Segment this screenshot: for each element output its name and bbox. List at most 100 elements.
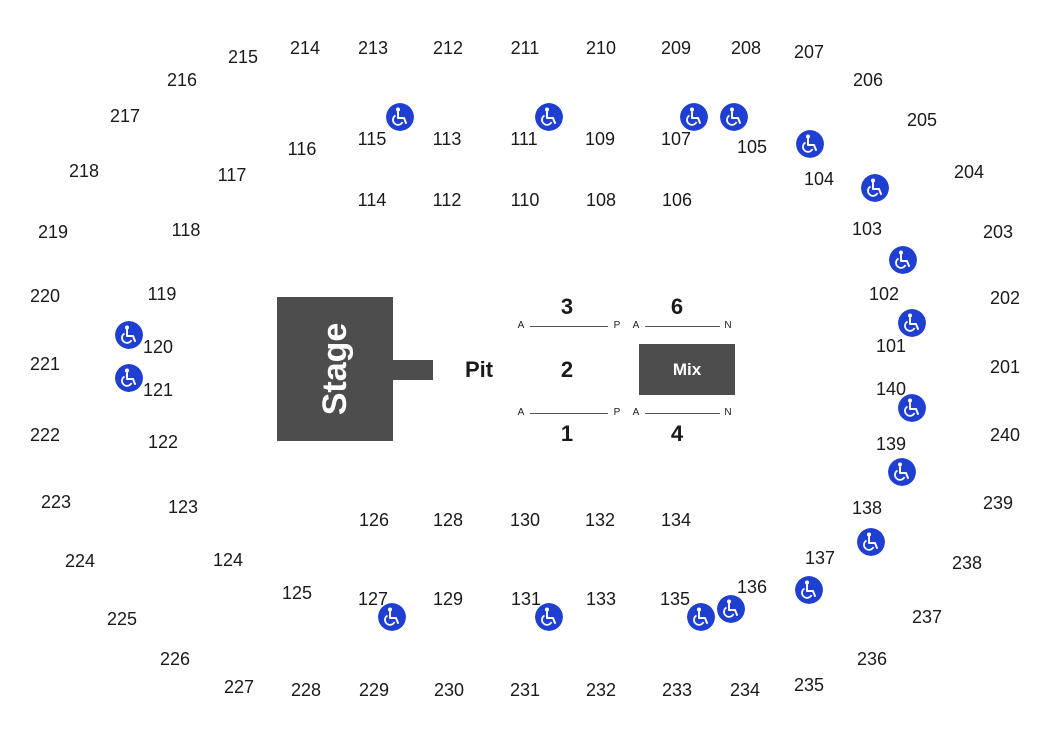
section-127[interactable]: 127 xyxy=(357,589,389,609)
section-209[interactable]: 209 xyxy=(660,38,692,58)
section-204[interactable]: 204 xyxy=(953,162,985,182)
stage-block xyxy=(277,297,393,441)
floor-section-6[interactable]: 6 xyxy=(670,294,684,319)
section-130[interactable]: 130 xyxy=(509,510,541,530)
section-139[interactable]: 139 xyxy=(875,434,907,454)
floor-row-line xyxy=(645,326,720,327)
section-114[interactable]: 114 xyxy=(357,190,387,210)
section-208[interactable]: 208 xyxy=(730,38,762,58)
section-131[interactable]: 131 xyxy=(510,589,542,609)
section-136[interactable]: 136 xyxy=(736,577,768,597)
wheelchair-icon xyxy=(717,595,745,623)
section-202[interactable]: 202 xyxy=(989,288,1021,308)
wheelchair-icon xyxy=(889,246,917,274)
section-235[interactable]: 235 xyxy=(793,675,825,695)
section-102[interactable]: 102 xyxy=(868,284,900,304)
section-109[interactable]: 109 xyxy=(584,129,616,149)
section-125[interactable]: 125 xyxy=(281,583,313,603)
section-229[interactable]: 229 xyxy=(358,680,390,700)
section-122[interactable]: 122 xyxy=(147,432,179,452)
section-227[interactable]: 227 xyxy=(223,677,255,697)
section-108[interactable]: 108 xyxy=(585,190,617,210)
section-210[interactable]: 210 xyxy=(585,38,617,58)
section-137[interactable]: 137 xyxy=(804,548,836,568)
section-233[interactable]: 233 xyxy=(661,680,693,700)
section-124[interactable]: 124 xyxy=(212,550,244,570)
section-133[interactable]: 133 xyxy=(585,589,617,609)
section-103[interactable]: 103 xyxy=(851,219,883,239)
section-207[interactable]: 207 xyxy=(793,42,825,62)
section-225[interactable]: 225 xyxy=(106,609,138,629)
section-118[interactable]: 118 xyxy=(171,220,201,240)
section-239[interactable]: 239 xyxy=(982,493,1014,513)
section-230[interactable]: 230 xyxy=(433,680,465,700)
section-111[interactable]: 111 xyxy=(510,129,538,149)
section-106[interactable]: 106 xyxy=(661,190,693,210)
floor-section-1[interactable]: 1 xyxy=(560,421,574,446)
section-223[interactable]: 223 xyxy=(40,492,72,512)
section-201[interactable]: 201 xyxy=(989,357,1021,377)
section-213[interactable]: 213 xyxy=(357,38,389,58)
section-135[interactable]: 135 xyxy=(659,589,691,609)
section-203[interactable]: 203 xyxy=(982,222,1014,242)
section-120[interactable]: 120 xyxy=(142,337,174,357)
section-224[interactable]: 224 xyxy=(64,551,96,571)
section-234[interactable]: 234 xyxy=(729,680,761,700)
section-216[interactable]: 216 xyxy=(166,70,198,90)
section-236[interactable]: 236 xyxy=(856,649,888,669)
section-112[interactable]: 112 xyxy=(432,190,462,210)
section-205[interactable]: 205 xyxy=(906,110,938,130)
wheelchair-icon xyxy=(535,103,563,131)
section-129[interactable]: 129 xyxy=(432,589,464,609)
section-110[interactable]: 110 xyxy=(510,190,540,210)
section-115[interactable]: 115 xyxy=(357,129,387,149)
section-221[interactable]: 221 xyxy=(29,354,61,374)
section-121[interactable]: 121 xyxy=(142,380,174,400)
section-117[interactable]: 117 xyxy=(217,165,247,185)
section-128[interactable]: 128 xyxy=(432,510,464,530)
wheelchair-icon xyxy=(378,603,406,631)
section-218[interactable]: 218 xyxy=(68,161,100,181)
section-138[interactable]: 138 xyxy=(851,498,883,518)
section-105[interactable]: 105 xyxy=(736,137,768,157)
row-label-end: N xyxy=(724,407,732,418)
row-label-end: P xyxy=(613,407,621,418)
section-215[interactable]: 215 xyxy=(227,47,259,67)
section-206[interactable]: 206 xyxy=(852,70,884,90)
floor-section-3[interactable]: 3 xyxy=(560,294,574,319)
section-132[interactable]: 132 xyxy=(584,510,616,530)
section-219[interactable]: 219 xyxy=(37,222,69,242)
section-119[interactable]: 119 xyxy=(147,284,177,304)
section-212[interactable]: 212 xyxy=(432,38,464,58)
section-222[interactable]: 222 xyxy=(29,425,61,445)
floor-section-2[interactable]: 2 xyxy=(560,357,574,382)
section-228[interactable]: 228 xyxy=(290,680,322,700)
section-240[interactable]: 240 xyxy=(989,425,1021,445)
section-116[interactable]: 116 xyxy=(287,139,317,159)
pit-section[interactable]: Pit xyxy=(464,357,494,382)
section-126[interactable]: 126 xyxy=(358,510,390,530)
section-140[interactable]: 140 xyxy=(875,379,907,399)
section-134[interactable]: 134 xyxy=(660,510,692,530)
row-label-start: A xyxy=(517,320,525,331)
section-104[interactable]: 104 xyxy=(803,169,835,189)
section-238[interactable]: 238 xyxy=(951,553,983,573)
section-220[interactable]: 220 xyxy=(29,286,61,306)
section-113[interactable]: 113 xyxy=(432,129,462,149)
floor-row-line xyxy=(645,413,720,414)
section-214[interactable]: 214 xyxy=(289,38,321,58)
wheelchair-icon xyxy=(535,603,563,631)
section-217[interactable]: 217 xyxy=(109,106,141,126)
row-label-start: A xyxy=(632,320,640,331)
section-231[interactable]: 231 xyxy=(509,680,541,700)
section-101[interactable]: 101 xyxy=(875,336,907,356)
section-123[interactable]: 123 xyxy=(167,497,199,517)
section-107[interactable]: 107 xyxy=(660,129,692,149)
section-237[interactable]: 237 xyxy=(911,607,943,627)
section-226[interactable]: 226 xyxy=(159,649,191,669)
section-232[interactable]: 232 xyxy=(585,680,617,700)
section-211[interactable]: 211 xyxy=(510,38,540,58)
floor-section-4[interactable]: 4 xyxy=(670,421,684,446)
mix-position: Mix xyxy=(639,344,735,395)
wheelchair-icon xyxy=(898,309,926,337)
